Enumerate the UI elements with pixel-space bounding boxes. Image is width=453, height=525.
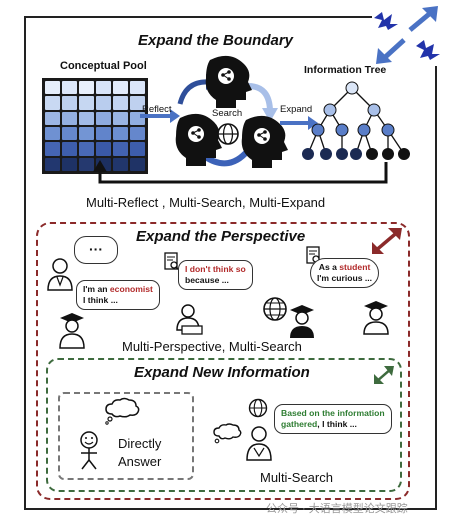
conceptual-pool-label: Conceptual Pool	[60, 60, 147, 72]
graduate-icon-2	[290, 305, 314, 338]
perspective-expand-icon	[372, 228, 402, 254]
directly-label: Directly	[118, 436, 162, 451]
economist-bubble: I'm an economist I think ...	[76, 280, 160, 310]
boundary-caption: Multi-Reflect , Multi-Search, Multi-Expa…	[86, 195, 326, 210]
top-head-icon	[205, 55, 252, 108]
thought-cloud-icon	[105, 397, 140, 425]
graduate-icon-1	[59, 313, 85, 349]
globe-icon	[217, 123, 239, 145]
thinking-person-icon	[246, 426, 272, 461]
expand-arrows-icon	[372, 4, 442, 66]
conceptual-pool-grid	[42, 78, 148, 174]
left-head-icon	[175, 113, 222, 166]
boundary-title: Expand the Boundary	[138, 32, 294, 49]
perspective-title: Expand the Perspective	[136, 228, 306, 245]
person-icon-1	[47, 258, 73, 291]
search-document-icon	[164, 252, 180, 271]
expand-arrow	[280, 116, 318, 130]
right-head-icon	[241, 115, 288, 168]
search-label: Search	[212, 108, 243, 119]
reflect-search-cycle	[140, 55, 288, 168]
search-document-icon-2	[306, 246, 322, 265]
information-box	[46, 358, 402, 492]
based-on-info-bubble: Based on the information gathered, I thi…	[274, 404, 392, 434]
person-laptop-icon	[176, 304, 203, 335]
information-tree-label: Information Tree	[304, 64, 387, 76]
perspective-box	[36, 222, 410, 500]
answer-label: Answer	[118, 454, 162, 469]
information-expand-icon	[374, 366, 394, 384]
expand-label: Expand	[280, 104, 313, 115]
smiley-person-icon	[80, 431, 98, 470]
perspective-caption: Multi-Perspective, Multi-Search	[122, 339, 302, 354]
globe-icon-2	[263, 297, 287, 321]
ellipsis-bubble: ···	[74, 236, 118, 264]
dont-think-bubble: I don't think so because ...	[178, 260, 253, 290]
information-title: Expand New Information	[134, 364, 310, 381]
reflect-label: Reflect	[142, 104, 172, 115]
feedback-arrow	[93, 160, 388, 184]
watermark: 公众号 · 大语言模型论文跟踪	[266, 503, 408, 515]
thought-cloud-icon-2	[213, 423, 242, 444]
information-tree	[302, 81, 410, 160]
information-caption: Multi-Search	[260, 470, 333, 485]
student-bubble: As a student I'm curious ...	[310, 258, 380, 288]
outer-frame	[24, 16, 437, 510]
student-icon	[363, 301, 389, 335]
globe-icon-3	[248, 398, 268, 418]
direct-answer-box	[58, 392, 194, 480]
